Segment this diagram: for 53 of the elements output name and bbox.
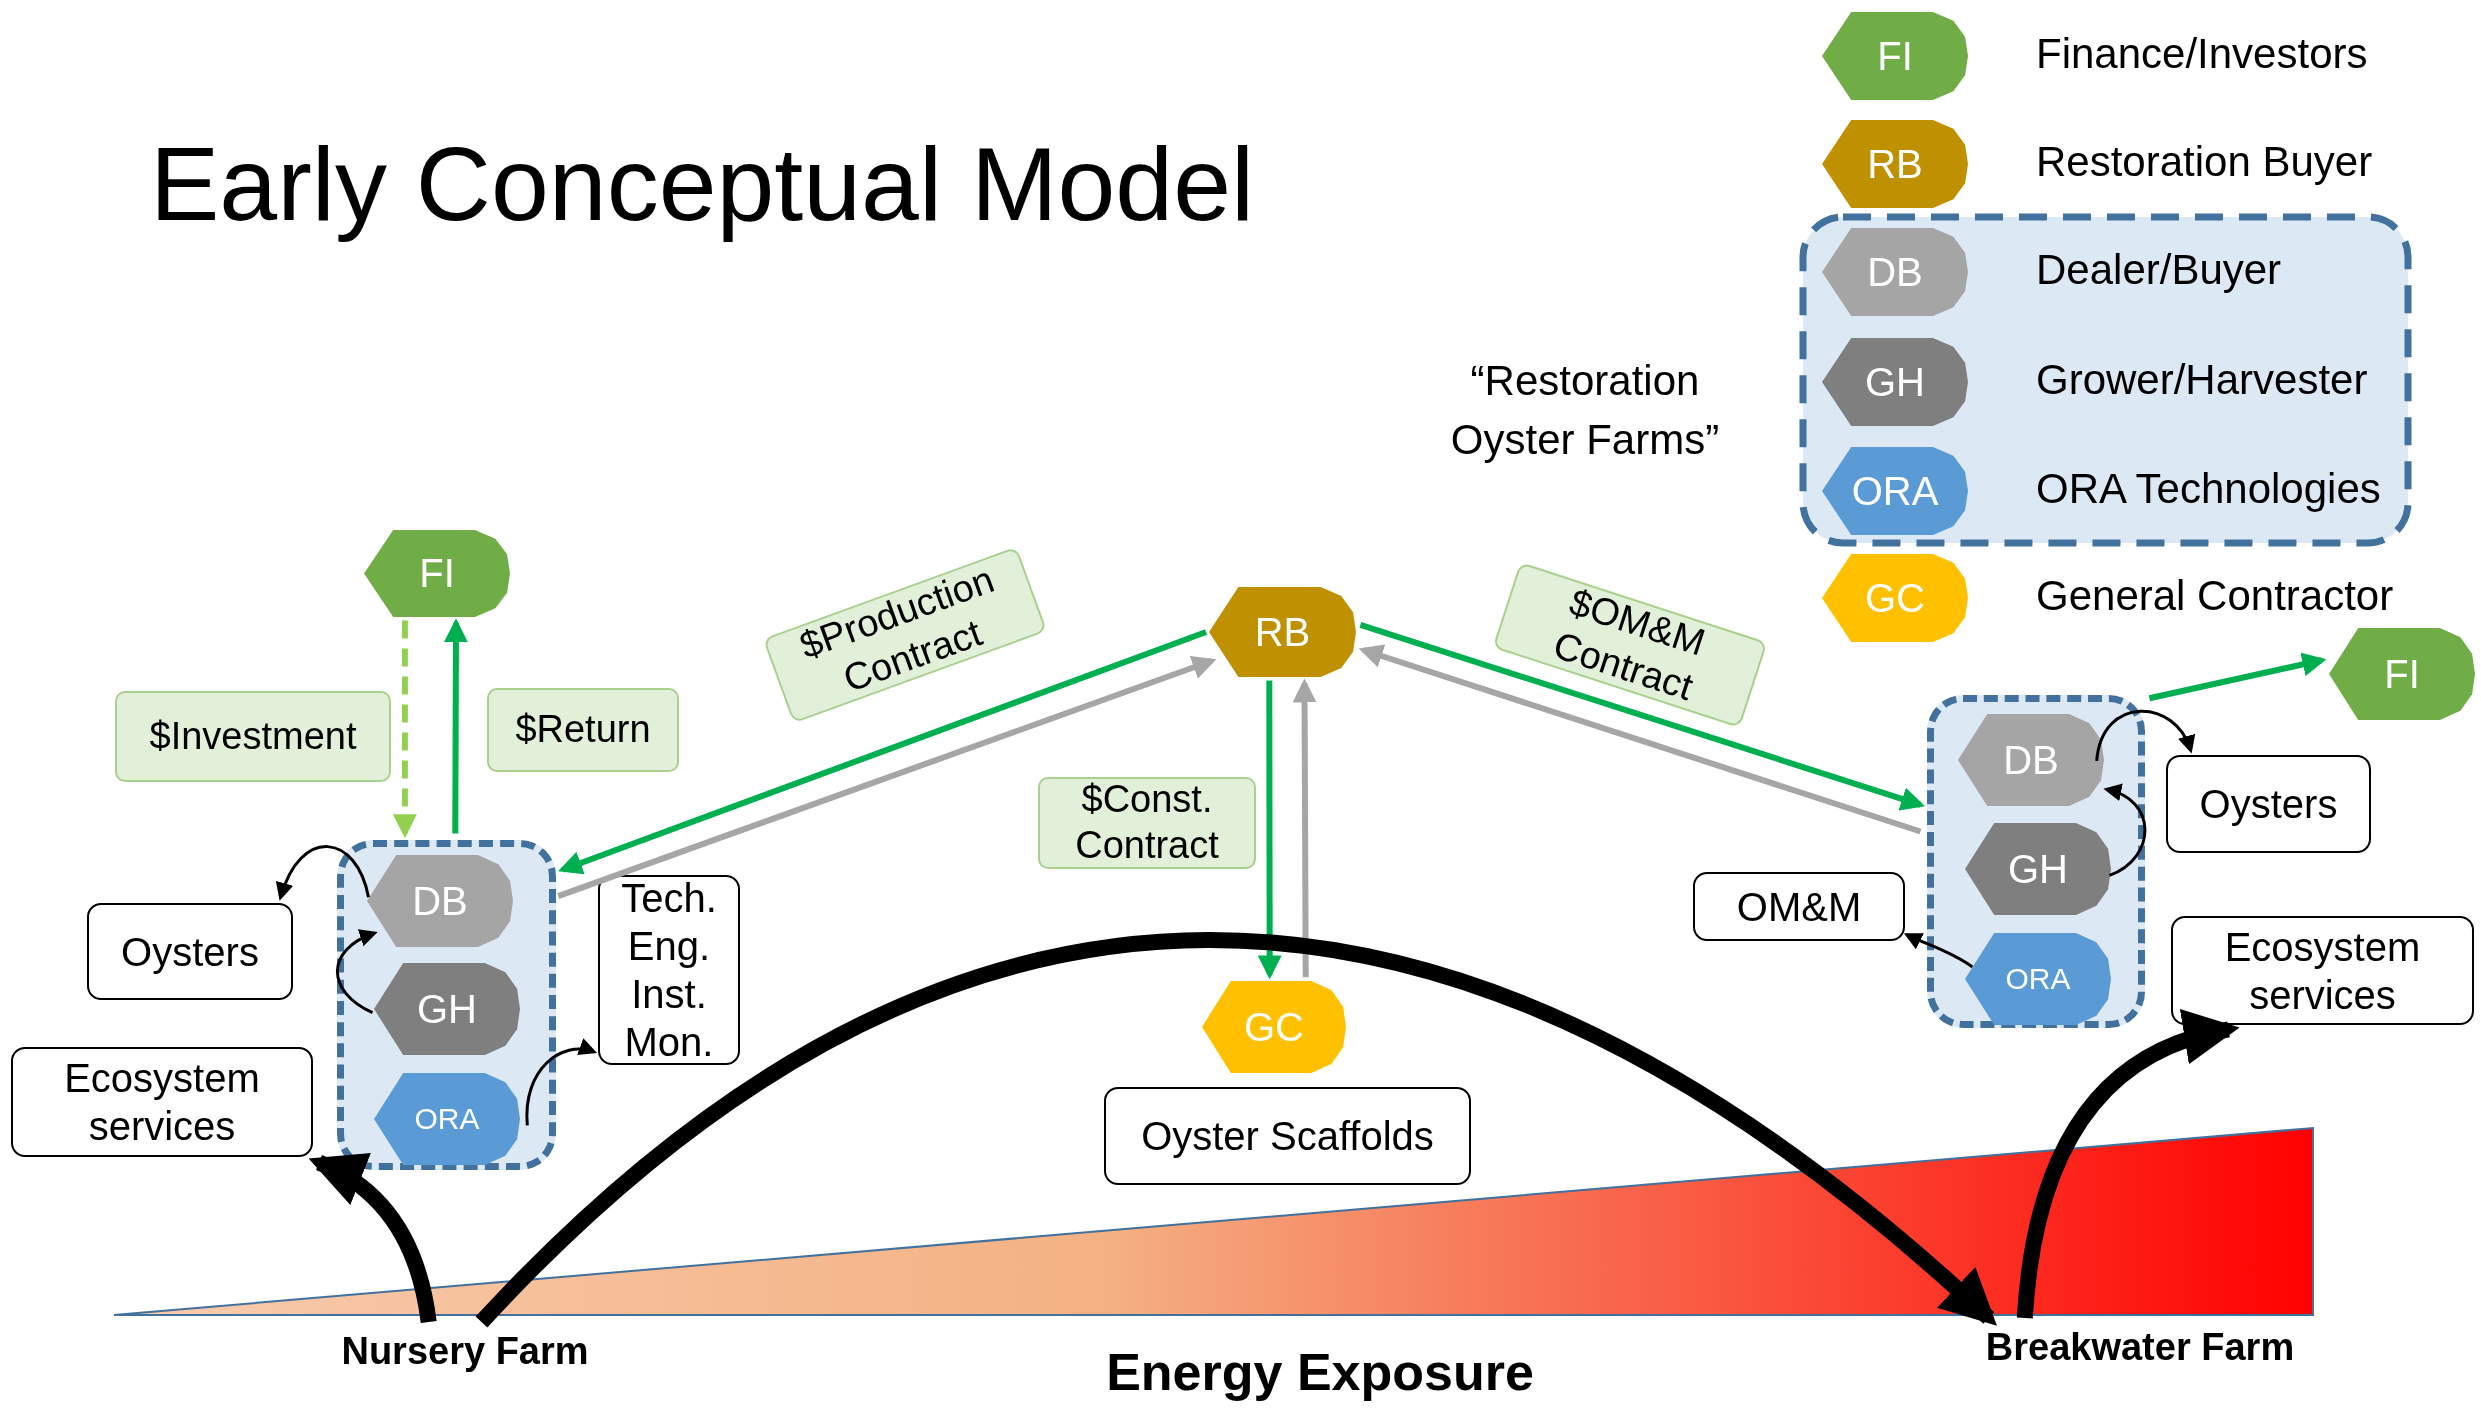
role-tag: RB [1209,587,1356,677]
arrow [276,845,370,901]
text-box: Ecosystem services [11,1047,313,1157]
place-label: Breakwater Farm [1960,1322,2320,1372]
thick-arrow [308,1155,437,1324]
legend-swatch: RB [1822,120,1968,208]
note-text: “Restoration Oyster Farms” [1449,356,1721,465]
legend-text: Dealer/Buyer [2036,246,2282,294]
role-tag: ORA [1965,933,2111,1025]
role-tag: GH [374,963,520,1055]
legend-text: ORA Technologies [2036,465,2381,513]
text-box: Tech. Eng. Inst. Mon. [598,875,740,1065]
axis-caption: Energy Exposure [1105,1342,1535,1403]
role-tag: DB [1958,714,2104,806]
place-label: Nursery Farm [300,1326,630,1376]
text-box: Ecosystem services [2171,916,2474,1025]
arrow [1903,932,1974,969]
role-tag: GH [1965,823,2111,915]
arrow [2103,784,2147,877]
edge-label: $Const. Contract [1038,777,1256,869]
arrow [335,930,378,1015]
legend-text: General Contractor [2036,572,2394,620]
arrow [1359,621,1926,811]
thick-arrow [2016,1011,2240,1319]
legend-swatch: FI [1822,12,1968,100]
role-tag: GC [1202,981,1346,1073]
legend-swatch: GC [1822,554,1968,642]
text-box: Oysters [2166,755,2371,853]
arrow [558,629,1208,875]
arrow [443,618,468,834]
arrow [1358,644,1922,835]
dashed-group-frame [337,840,556,1170]
edge-label: $Investment [115,691,391,782]
arrow [392,620,417,839]
role-tag: DB [367,855,513,947]
arrow [2095,709,2194,762]
thick-arrow [475,932,1998,1328]
arrow [1257,680,1282,980]
text-box: OM&M [1693,872,1905,941]
arrow [1292,678,1317,978]
legend-text: Grower/Harvester [2036,356,2368,404]
arrow [557,656,1217,899]
legend-text: Restoration Buyer [2036,138,2373,186]
edge-label: $Return [487,688,679,772]
title: Early Conceptual Model [150,125,1255,244]
dashed-group-frame [1927,695,2145,1028]
legend-text: Finance/Investors [2036,30,2368,78]
role-tag: FI [364,530,510,617]
text-box: Oysters [87,903,293,1000]
arrow [2148,652,2327,702]
text-box: Oyster Scaffolds [1104,1087,1471,1185]
role-tag: FI [2329,628,2475,720]
role-tag: ORA [374,1073,520,1165]
